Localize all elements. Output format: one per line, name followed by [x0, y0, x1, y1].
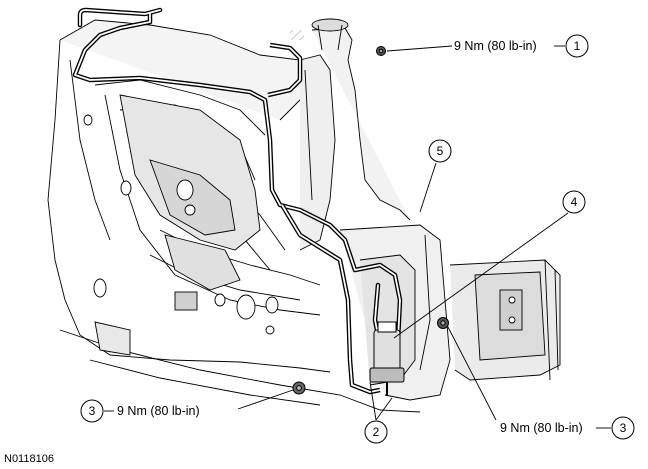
- fasteners: [292, 46, 449, 395]
- leader-lines: [104, 45, 611, 429]
- callout-number-3-right: 3: [620, 421, 627, 435]
- callout-circle-4: 4: [562, 190, 586, 214]
- callout-number-1: 1: [574, 39, 581, 53]
- callout-circle-3-left: 3: [80, 399, 104, 423]
- torque-label-3-right: 9 Nm (80 lb-in): [500, 421, 583, 435]
- callout-circle-5: 5: [428, 139, 452, 163]
- callout-circle-2: 2: [364, 420, 388, 444]
- callout-number-4: 4: [571, 195, 578, 209]
- callout-number-5: 5: [437, 144, 444, 158]
- torque-label-3-left: 9 Nm (80 lb-in): [117, 404, 200, 418]
- torque-label-1: 9 Nm (80 lb-in): [454, 39, 537, 53]
- body-structure: [47, 18, 561, 413]
- callout-number-2: 2: [373, 425, 380, 439]
- figure-id: N0118106: [4, 453, 54, 465]
- washer-pump: [369, 321, 405, 396]
- washer-hose: [72, 7, 403, 395]
- callout-circle-1: 1: [565, 34, 589, 58]
- callout-number-3-left: 3: [89, 404, 96, 418]
- callout-circle-3-right: 3: [611, 416, 635, 440]
